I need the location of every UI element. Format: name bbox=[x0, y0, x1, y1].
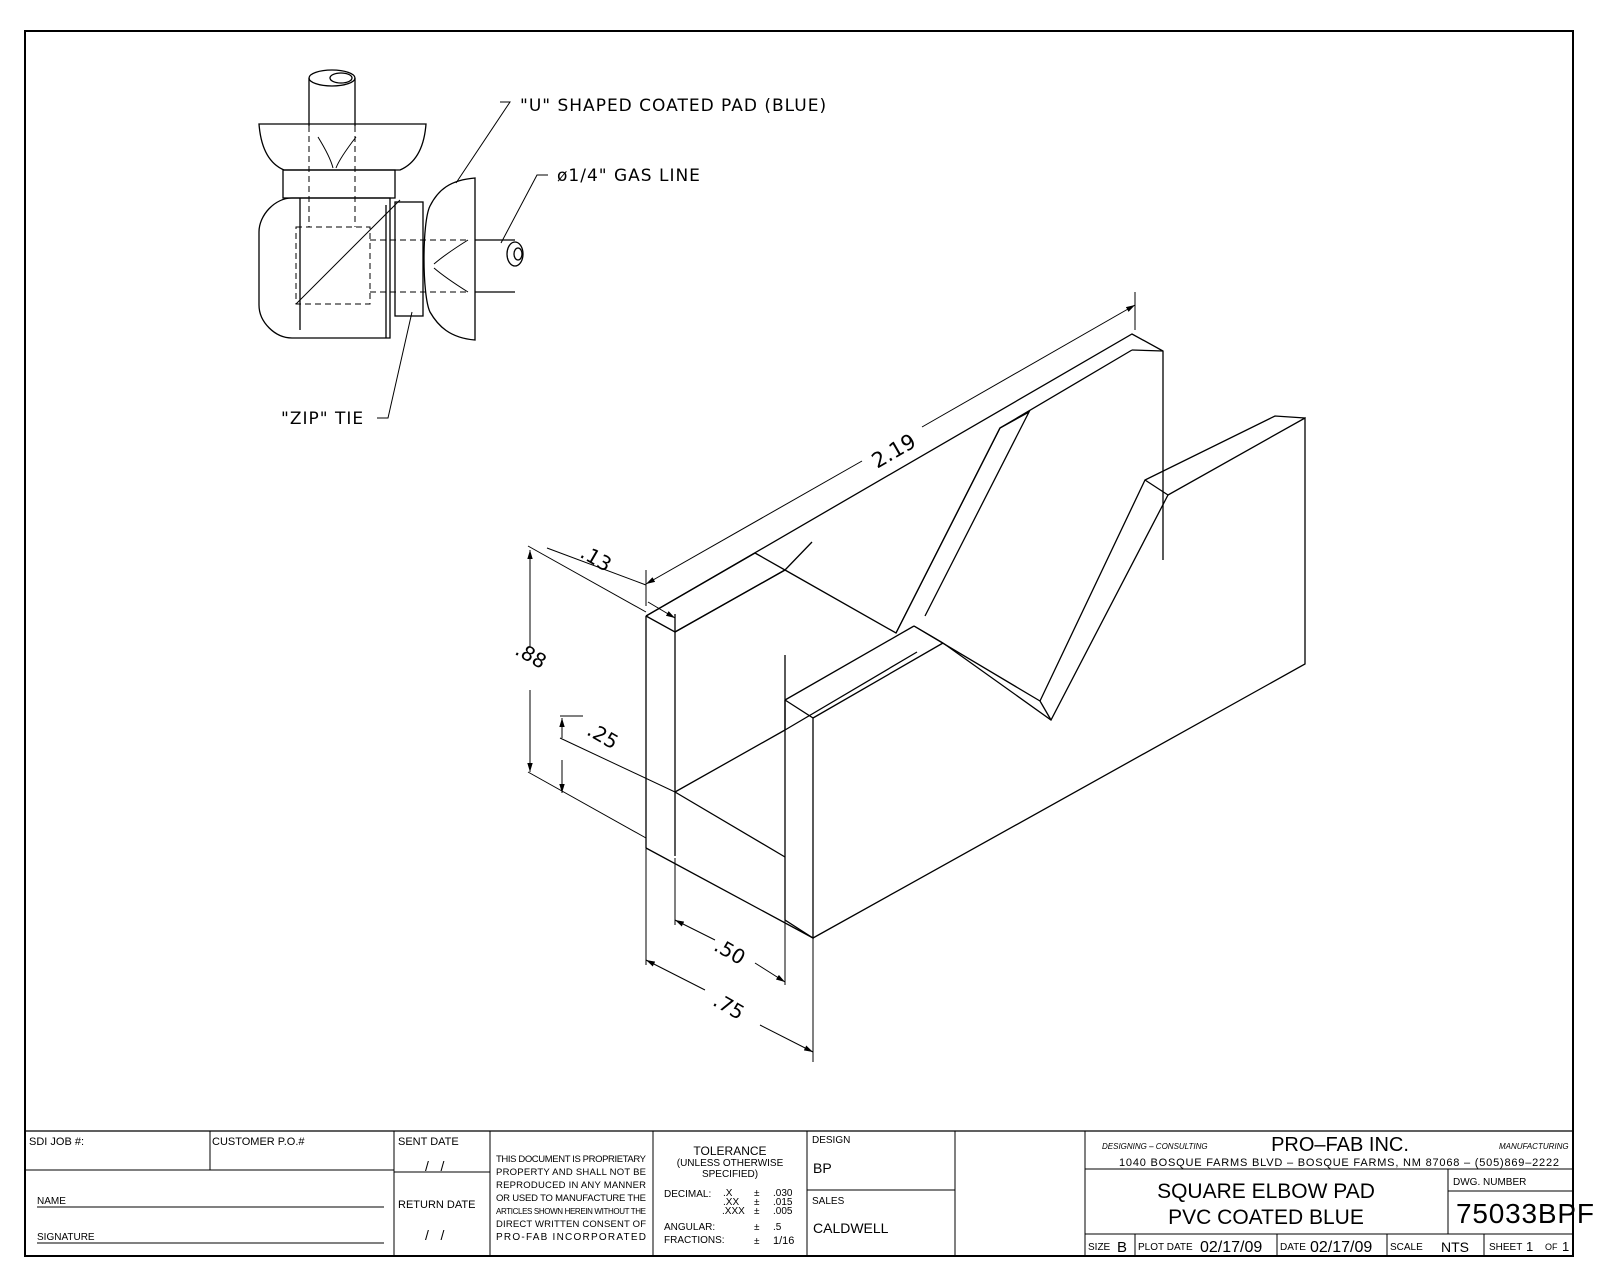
scale-value: NTS bbox=[1441, 1239, 1469, 1255]
size-label: SIZE bbox=[1088, 1242, 1111, 1253]
svg-text:.XXX: .XXX bbox=[722, 1206, 745, 1217]
date-label: DATE bbox=[1280, 1242, 1306, 1253]
svg-text:SPECIFIED): SPECIFIED) bbox=[702, 1169, 758, 1180]
designing-consulting: DESIGNING – CONSULTING bbox=[1102, 1142, 1208, 1151]
svg-text:±: ± bbox=[754, 1222, 760, 1233]
callout-u-pad: "U" SHAPED COATED PAD (BLUE) bbox=[520, 96, 827, 116]
svg-text:±: ± bbox=[754, 1188, 760, 1199]
company-address: 1040 BOSQUE FARMS BLVD – BOSQUE FARMS, N… bbox=[1119, 1157, 1559, 1169]
company-name: PRO–FAB INC. bbox=[1271, 1134, 1409, 1156]
scale-label: SCALE bbox=[1390, 1242, 1423, 1253]
callout-zip-tie: "ZIP" TIE bbox=[281, 409, 364, 429]
callout-gas-line: ø1/4" GAS LINE bbox=[557, 166, 701, 186]
signature-label: SIGNATURE bbox=[37, 1232, 95, 1243]
svg-text:.015: .015 bbox=[773, 1197, 793, 1208]
design-value: BP bbox=[813, 1160, 832, 1176]
sheet-value: 1 bbox=[1526, 1239, 1533, 1254]
svg-text:PROPERTY AND SHALL NOT BE: PROPERTY AND SHALL NOT BE bbox=[496, 1167, 646, 1178]
job-number-label: SDI JOB #: bbox=[29, 1136, 84, 1148]
sent-date-label: SENT DATE bbox=[398, 1136, 459, 1148]
part-title-line1: SQUARE ELBOW PAD bbox=[1157, 1180, 1375, 1203]
svg-text:PRO-FAB INCORPORATED: PRO-FAB INCORPORATED bbox=[496, 1232, 646, 1243]
svg-text:±: ± bbox=[754, 1236, 760, 1247]
svg-text:TOLERANCE: TOLERANCE bbox=[693, 1144, 766, 1158]
svg-text:OR USED TO MANUFACTURE THE: OR USED TO MANUFACTURE THE bbox=[496, 1193, 646, 1204]
svg-text:FRACTIONS:: FRACTIONS: bbox=[664, 1235, 725, 1246]
svg-text:.030: .030 bbox=[773, 1188, 793, 1199]
size-value: B bbox=[1117, 1239, 1127, 1256]
date-value: 02/17/09 bbox=[1310, 1239, 1372, 1256]
proprietary-notice: THIS DOCUMENT IS PROPRIETARY PROPERTY AN… bbox=[496, 1154, 647, 1243]
plot-date-value: 02/17/09 bbox=[1200, 1239, 1262, 1256]
svg-text:.XX: .XX bbox=[723, 1197, 739, 1208]
dimension-lines bbox=[527, 292, 1136, 1062]
sheet-label: SHEET bbox=[1489, 1242, 1522, 1253]
return-date-label: RETURN DATE bbox=[398, 1199, 475, 1211]
tolerance-block: TOLERANCE (UNLESS OTHERWISE SPECIFIED) D… bbox=[664, 1144, 794, 1247]
of-label: OF bbox=[1545, 1242, 1558, 1252]
part-title-line2: PVC COATED BLUE bbox=[1168, 1206, 1364, 1229]
plot-date-label: PLOT DATE bbox=[1138, 1242, 1193, 1253]
svg-text:±: ± bbox=[754, 1197, 760, 1208]
dwg-number-label: DWG. NUMBER bbox=[1453, 1177, 1526, 1188]
name-label: NAME bbox=[37, 1196, 66, 1207]
sheet-border bbox=[24, 30, 1574, 1257]
dwg-number: 75033BPF bbox=[1456, 1198, 1594, 1229]
assembly-detail-sketch bbox=[258, 69, 548, 419]
of-value: 1 bbox=[1562, 1239, 1569, 1254]
svg-text:ARTICLES SHOWN HEREIN WITHOUT: ARTICLES SHOWN HEREIN WITHOUT THE bbox=[496, 1207, 646, 1216]
sales-label: SALES bbox=[812, 1196, 845, 1207]
svg-text:THIS DOCUMENT IS PROPRIETARY: THIS DOCUMENT IS PROPRIETARY bbox=[496, 1154, 647, 1165]
return-date-value: / / bbox=[425, 1227, 445, 1243]
customer-po-label: CUSTOMER P.O.# bbox=[212, 1136, 305, 1148]
svg-text:ANGULAR:: ANGULAR: bbox=[664, 1222, 715, 1233]
svg-text:REPRODUCED IN ANY MANNER: REPRODUCED IN ANY MANNER bbox=[496, 1180, 646, 1191]
sent-date-value: / / bbox=[425, 1158, 445, 1174]
svg-text:(UNLESS OTHERWISE: (UNLESS OTHERWISE bbox=[677, 1158, 784, 1169]
dim-base: .25 bbox=[583, 718, 623, 755]
svg-text:±: ± bbox=[754, 1206, 760, 1217]
isometric-u-pad-view bbox=[645, 333, 1306, 940]
dim-outer-width: .75 bbox=[709, 988, 749, 1025]
dim-inner-width: .50 bbox=[710, 933, 750, 970]
svg-text:.X: .X bbox=[723, 1188, 733, 1199]
title-block-grid bbox=[25, 1130, 1573, 1256]
svg-text:DECIMAL:: DECIMAL: bbox=[664, 1189, 711, 1200]
svg-text:.005: .005 bbox=[773, 1206, 793, 1217]
sales-value: CALDWELL bbox=[813, 1220, 889, 1236]
design-label: DESIGN bbox=[812, 1135, 850, 1146]
svg-text:DIRECT WRITTEN CONSENT OF: DIRECT WRITTEN CONSENT OF bbox=[496, 1219, 646, 1230]
manufacturing-label: MANUFACTURING bbox=[1499, 1142, 1569, 1151]
dim-height: .88 bbox=[511, 637, 551, 674]
svg-text:1/16: 1/16 bbox=[773, 1235, 794, 1247]
dim-length: 2.19 bbox=[868, 429, 921, 473]
svg-text:.5: .5 bbox=[773, 1222, 782, 1233]
